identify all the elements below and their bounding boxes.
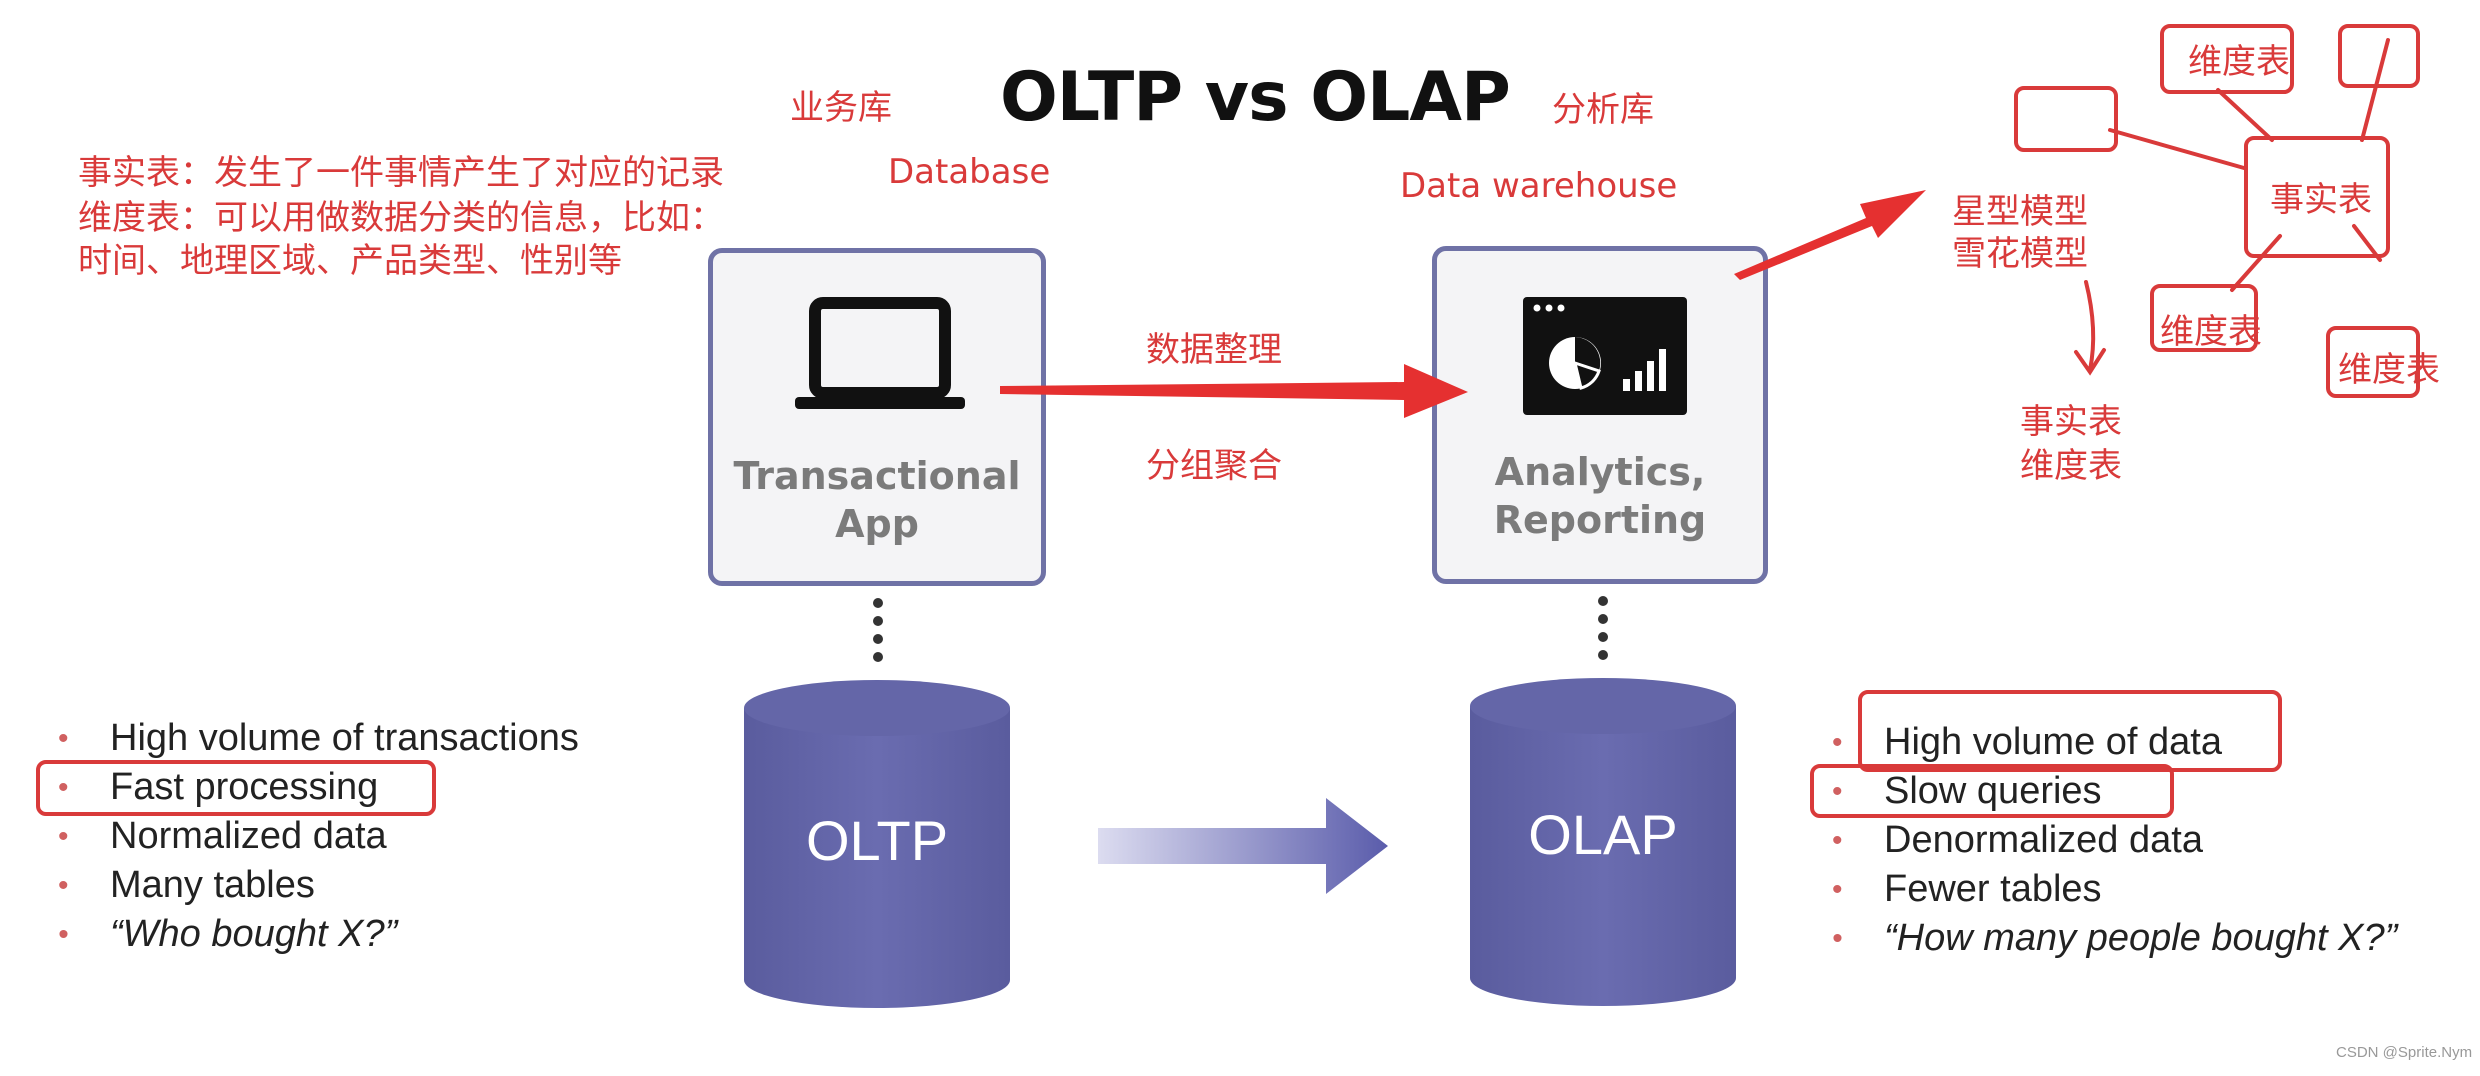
dimension-box-bottom-left — [2150, 284, 2258, 352]
fact-table-box — [2244, 136, 2390, 258]
business-db-label: 业务库 — [790, 88, 892, 128]
dim-table-result-label: 维度表 — [2020, 446, 2122, 486]
list-item: Denormalized data — [1832, 816, 2397, 865]
schema-red-arrow — [1734, 190, 1926, 280]
list-item: High volume of transactions — [58, 714, 579, 763]
definition-note-3: 时间、地理区域、产品类型、性别等 — [78, 241, 622, 281]
fact-table-label: 事实表 — [2270, 180, 2372, 220]
transactional-app-line1: Transactional — [733, 454, 1021, 498]
database-label: Database — [888, 152, 1051, 192]
transactional-app-line2: App — [835, 502, 919, 546]
oltp-feature-list: High volume of transactions Fast process… — [58, 714, 579, 959]
dimension-box-empty-left — [2014, 86, 2118, 152]
snowflake-model-label: 雪花模型 — [1952, 234, 2088, 274]
olap-database-cylinder: OLAP — [1470, 678, 1736, 1008]
schema-sketch-lines — [2074, 38, 2390, 376]
oltp-database-cylinder: OLTP — [744, 680, 1010, 1010]
star-model-label: 星型模型 — [1952, 192, 2088, 232]
group-aggregate-label: 分组聚合 — [1146, 446, 1282, 486]
definition-note-2: 维度表：可以用做数据分类的信息，比如： — [78, 198, 724, 238]
dim-table-bottom-right-label: 维度表 — [2338, 350, 2440, 390]
oltp-label: OLTP — [805, 809, 949, 872]
definition-note-1: 事实表：发生了一件事情产生了对应的记录 — [78, 153, 724, 193]
analytics-line1: Analytics, — [1494, 450, 1706, 494]
highlight-slow-queries — [1810, 764, 2174, 818]
analytics-reporting-box: Analytics, Reporting — [1432, 246, 1768, 584]
list-item: “How many people bought X?” — [1832, 914, 2397, 963]
olap-feature-list: High volume of data Slow queries Denorma… — [1832, 718, 2397, 963]
dim-table-bottom-left-label: 维度表 — [2160, 312, 2262, 352]
olap-label: OLAP — [1528, 803, 1678, 866]
data-warehouse-label: Data warehouse — [1400, 166, 1678, 206]
highlight-high-volume-data — [1858, 690, 2282, 772]
laptop-icon — [795, 297, 965, 409]
list-item: Fewer tables — [1832, 865, 2397, 914]
list-item: High volume of data — [1832, 718, 2397, 767]
transactional-app-box: Transactional App — [708, 248, 1046, 586]
left-dotted-connector — [873, 598, 883, 670]
dimension-box-top — [2160, 24, 2294, 94]
page-title: OLTP vs OLAP — [1000, 58, 1511, 137]
etl-red-arrow — [1000, 364, 1468, 418]
dim-table-top-label: 维度表 — [2188, 42, 2290, 82]
list-item: Fast processing — [58, 763, 579, 812]
right-dotted-connector — [1598, 596, 1608, 668]
fact-table-result-label: 事实表 — [2020, 402, 2122, 442]
watermark: CSDN @Sprite.Nym — [2336, 1044, 2473, 1061]
dimension-box-bottom-right — [2326, 326, 2420, 398]
list-item: “Who bought X?” — [58, 910, 579, 959]
flow-arrow — [1098, 798, 1388, 894]
analytics-line2: Reporting — [1493, 498, 1707, 542]
analytics-dashboard-icon — [1523, 297, 1687, 415]
dimension-box-empty-right — [2338, 24, 2420, 88]
list-item: Slow queries — [1832, 767, 2397, 816]
list-item: Normalized data — [58, 812, 579, 861]
data-organize-label: 数据整理 — [1146, 330, 1282, 370]
analysis-db-label: 分析库 — [1552, 90, 1654, 130]
highlight-fast-processing — [36, 760, 436, 816]
list-item: Many tables — [58, 861, 579, 910]
